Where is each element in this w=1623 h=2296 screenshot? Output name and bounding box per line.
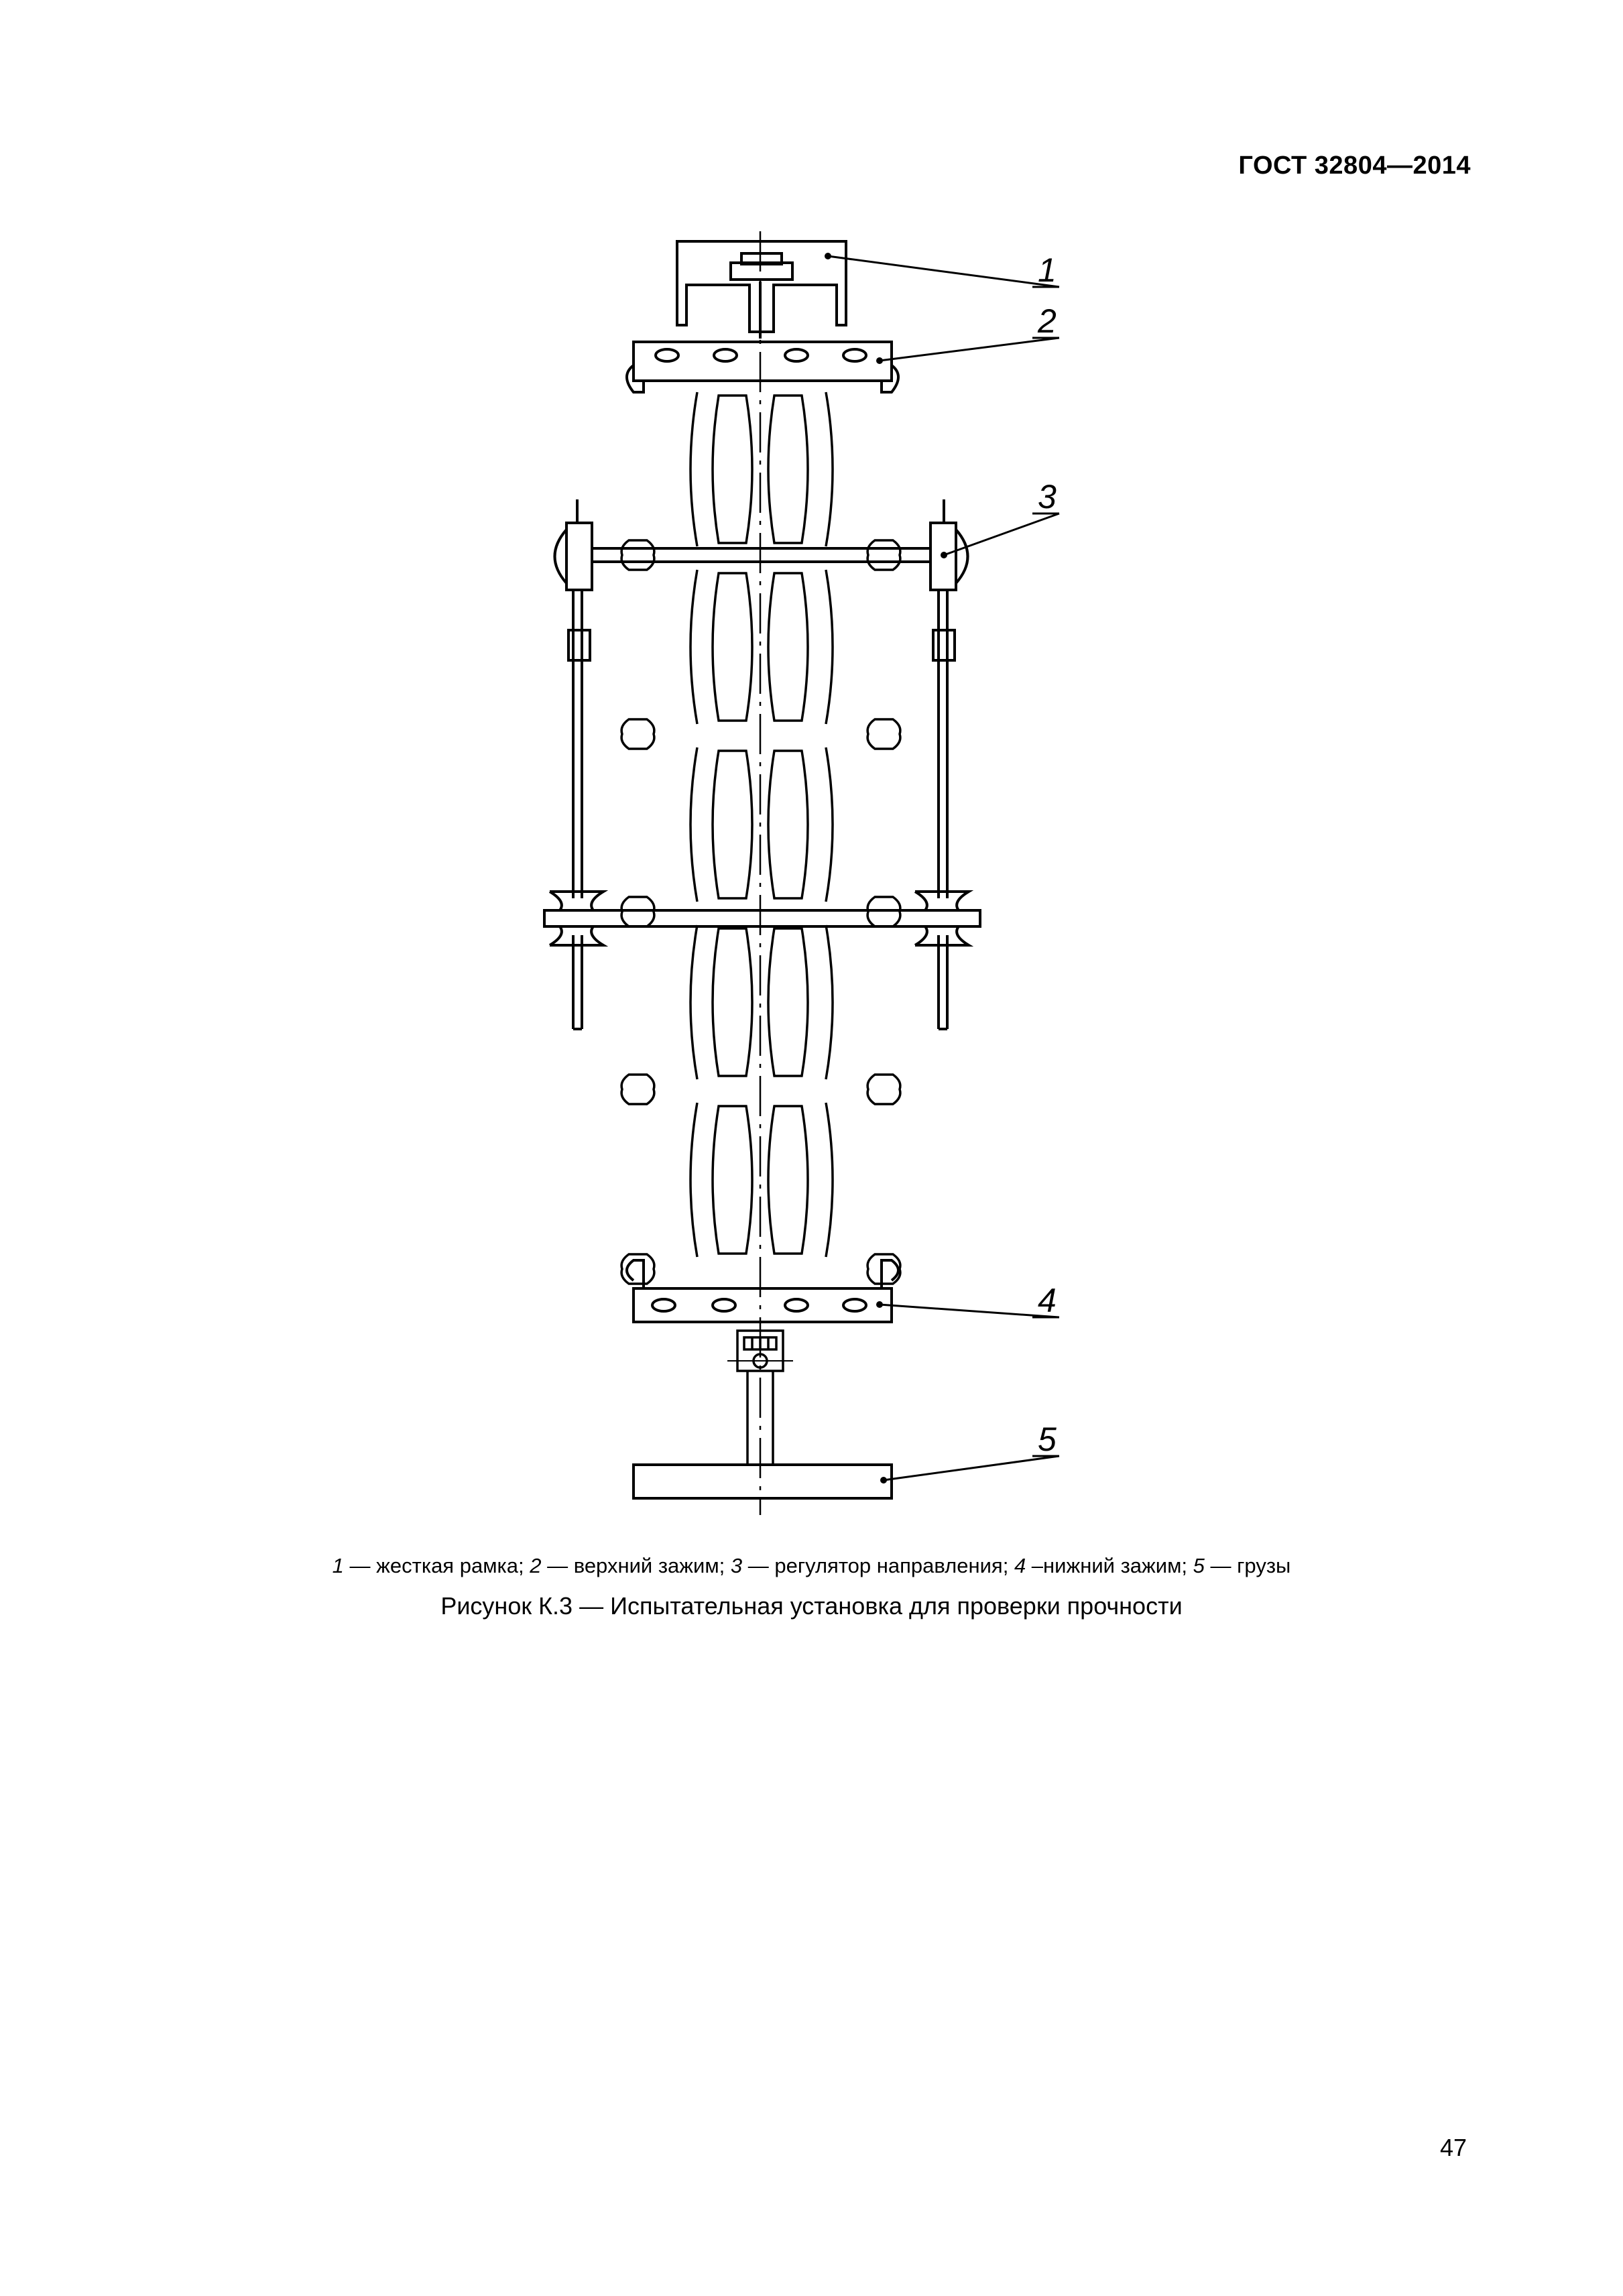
legend-text-4: –нижний зажим; <box>1026 1554 1193 1577</box>
insulator-disc <box>767 572 809 722</box>
weights <box>632 1463 893 1500</box>
middle-pulley-bar <box>543 890 981 947</box>
yoke-ear <box>866 1073 902 1105</box>
rigid-frame <box>676 240 847 339</box>
insulator-disc <box>711 927 754 1077</box>
legend-num-4: 4 <box>1014 1554 1026 1577</box>
insulator-disc <box>767 394 809 544</box>
insulator-disc <box>767 927 809 1077</box>
callout-3: 3 <box>1038 478 1057 516</box>
insulator-disc <box>767 749 809 900</box>
upper-guide-bar <box>592 547 930 563</box>
yoke-ear <box>620 539 656 571</box>
figure-legend: 1 — жесткая рамка; 2 — верхний зажим; 3 … <box>0 1554 1623 1578</box>
upper-clamp <box>625 341 900 394</box>
insulator-disc <box>711 1105 754 1255</box>
yoke-ear <box>866 1253 902 1285</box>
legend-text-3: — регулятор направления; <box>742 1554 1014 1577</box>
legend-text-1: — жесткая рамка; <box>343 1554 530 1577</box>
legend-num-3: 3 <box>730 1554 743 1577</box>
insulator-disc <box>711 572 754 722</box>
insulator-disc <box>767 1105 809 1255</box>
legend-text-2: — верхний зажим; <box>541 1554 731 1577</box>
legend-num-5: 5 <box>1193 1554 1205 1577</box>
yoke-ear <box>866 539 902 571</box>
document-header: ГОСТ 32804—2014 <box>1238 152 1471 180</box>
callout-5: 5 <box>1038 1421 1057 1458</box>
swivel-link <box>727 1329 793 1465</box>
page-number: 47 <box>1439 2134 1467 2161</box>
legend-text-5: — грузы <box>1204 1554 1291 1577</box>
insulator-disc <box>711 394 754 544</box>
legend-num-2: 2 <box>530 1554 542 1577</box>
lower-clamp <box>625 1259 900 1323</box>
insulator-discs <box>711 394 809 1255</box>
yoke-ear <box>620 718 656 750</box>
leader-dots <box>825 253 947 1484</box>
insulator-disc <box>711 749 754 900</box>
direction-regulator-left <box>553 499 593 1030</box>
legend-num-1: 1 <box>332 1554 344 1577</box>
insulator-string <box>689 391 834 1258</box>
yoke-ear <box>866 718 902 750</box>
figure-caption: Рисунок К.3 — Испытательная установка дл… <box>440 1592 1183 1620</box>
callout-4: 4 <box>1038 1282 1057 1319</box>
direction-regulator-right <box>929 499 969 1030</box>
callout-1: 1 <box>1038 251 1057 289</box>
yoke-ear <box>620 1073 656 1105</box>
leader-lines <box>827 255 1060 1482</box>
callout-2: 2 <box>1037 302 1057 340</box>
yoke-ear <box>620 1253 656 1285</box>
